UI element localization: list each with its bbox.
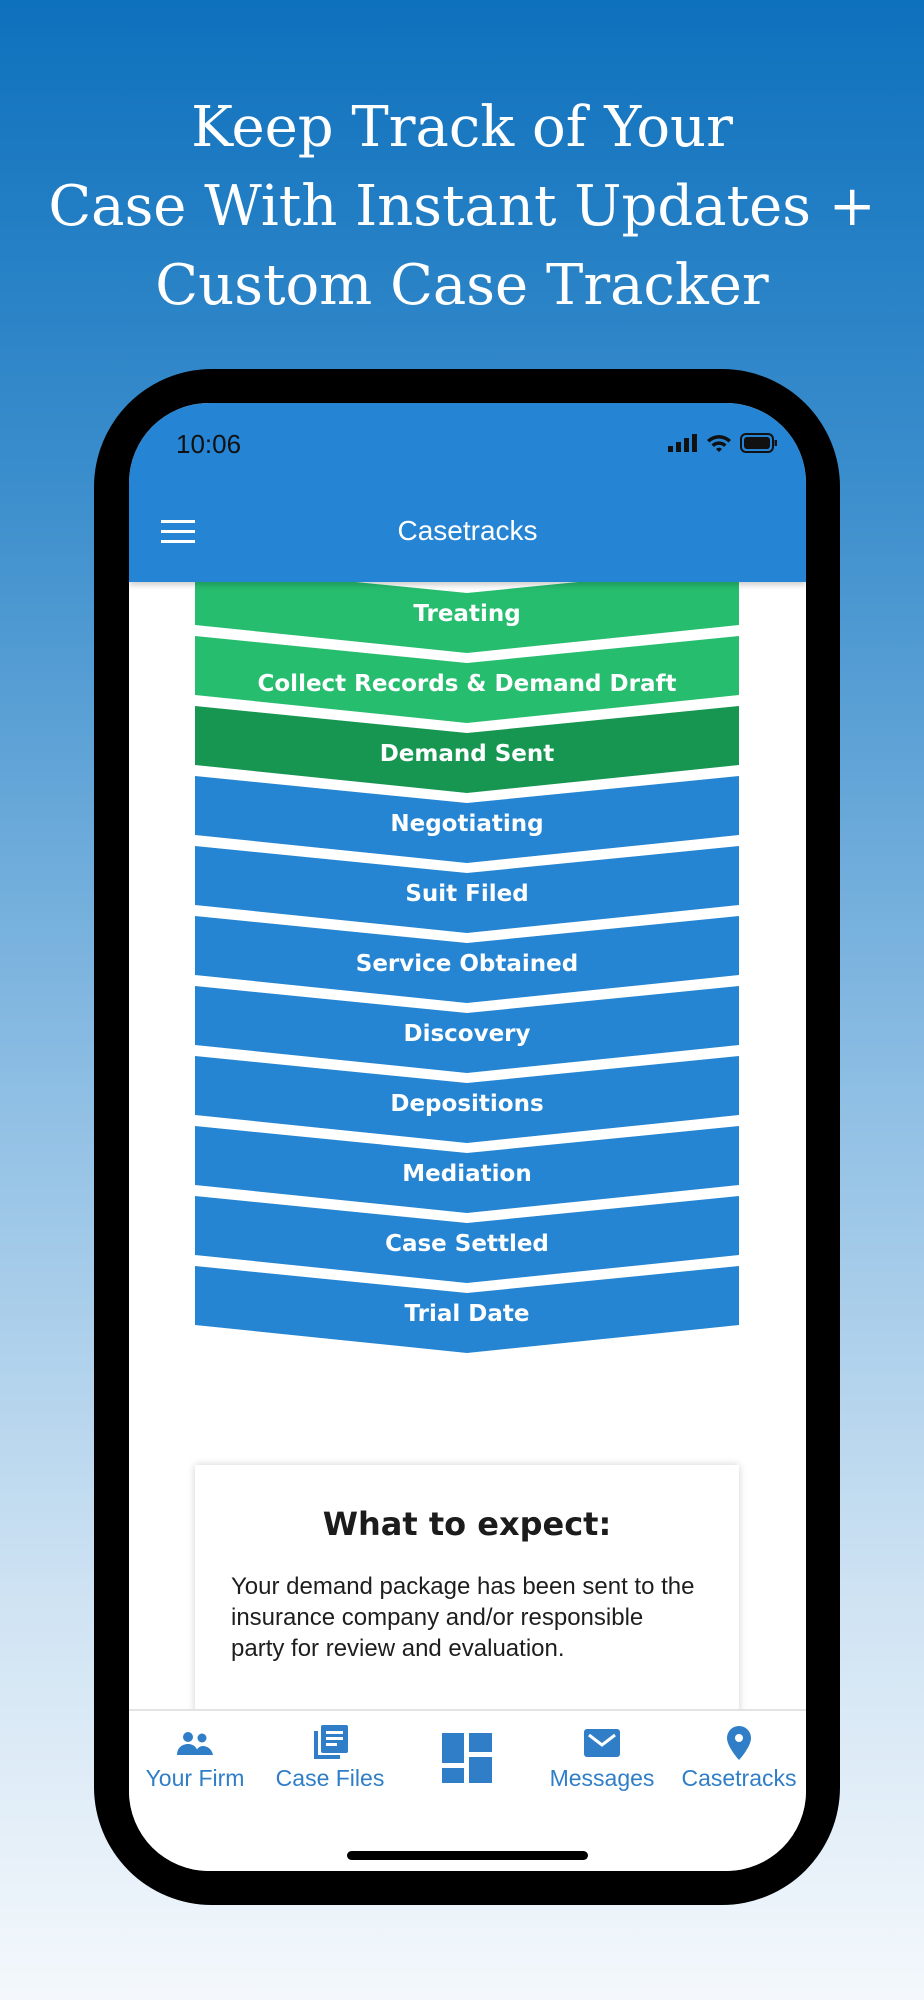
tab-dashboard[interactable] bbox=[397, 1733, 537, 1787]
stage-chevron bbox=[195, 706, 739, 793]
headline: Keep Track of Your Case With Instant Upd… bbox=[0, 88, 924, 325]
people-icon bbox=[177, 1732, 213, 1755]
stage-chevron bbox=[195, 776, 739, 863]
card-title: What to expect: bbox=[322, 1505, 612, 1543]
tab-label: Messages bbox=[549, 1765, 655, 1791]
stage-label: Demand Sent bbox=[379, 741, 555, 767]
tab-bar: Your Firm Case Files Messages Casetracks bbox=[129, 1709, 806, 1871]
stage-label: Treating bbox=[413, 601, 521, 627]
stage-chevron bbox=[195, 636, 739, 723]
stage-chevron bbox=[195, 986, 739, 1073]
dashboard-icon bbox=[442, 1733, 492, 1783]
stage-label: Service Obtained bbox=[355, 951, 579, 977]
stage-chevron bbox=[195, 1126, 739, 1213]
tab-label: Casetracks bbox=[681, 1765, 797, 1791]
stage-label: Suit Filed bbox=[405, 881, 529, 907]
battery-icon bbox=[740, 433, 777, 453]
stage-label: Discovery bbox=[403, 1021, 531, 1047]
tab-casetracks[interactable]: Casetracks bbox=[669, 1725, 806, 1792]
stage-label: Mediation bbox=[402, 1161, 532, 1187]
tab-label: Your Firm bbox=[145, 1765, 245, 1791]
stage-chevron bbox=[195, 1266, 739, 1353]
stage-chevron bbox=[195, 846, 739, 933]
mail-icon bbox=[584, 1729, 620, 1757]
stage-chevron bbox=[195, 1196, 739, 1283]
tab-label: Case Files bbox=[275, 1765, 385, 1791]
header-title: Casetracks bbox=[397, 515, 538, 546]
card-body: Your demand package has been sent to the… bbox=[231, 1573, 695, 1662]
stage-label: Trial Date bbox=[404, 1301, 530, 1327]
app-header: 10:06 Casetracks bbox=[129, 403, 806, 582]
stage-label: Case Settled bbox=[385, 1231, 549, 1257]
home-indicator[interactable] bbox=[347, 1851, 588, 1860]
documents-icon bbox=[314, 1725, 348, 1759]
stage-chevron bbox=[195, 916, 739, 1003]
status-icons bbox=[668, 433, 778, 453]
signal-icon bbox=[668, 434, 697, 452]
stage-chevron bbox=[195, 1056, 739, 1143]
headline-line: Keep Track of Your bbox=[191, 95, 733, 160]
stage-label: Negotiating bbox=[390, 811, 544, 837]
location-pin-icon bbox=[727, 1726, 751, 1760]
case-tracker bbox=[195, 566, 739, 1353]
tab-case-files[interactable]: Case Files bbox=[260, 1725, 400, 1792]
status-time: 10:06 bbox=[176, 429, 242, 459]
headline-line: Case With Instant Updates + bbox=[48, 174, 876, 239]
hamburger-menu-icon[interactable] bbox=[161, 520, 195, 544]
stage-label: Depositions bbox=[390, 1091, 544, 1117]
stage-label: Collect Records & Demand Draft bbox=[257, 671, 677, 697]
headline-line: Custom Case Tracker bbox=[155, 253, 769, 318]
wifi-icon bbox=[707, 435, 731, 452]
stage-chevron bbox=[195, 566, 739, 653]
tab-messages[interactable]: Messages bbox=[532, 1725, 672, 1792]
expectation-card: What to expect: Your demand package has … bbox=[195, 1465, 739, 1725]
tab-your-firm[interactable]: Your Firm bbox=[129, 1725, 265, 1792]
